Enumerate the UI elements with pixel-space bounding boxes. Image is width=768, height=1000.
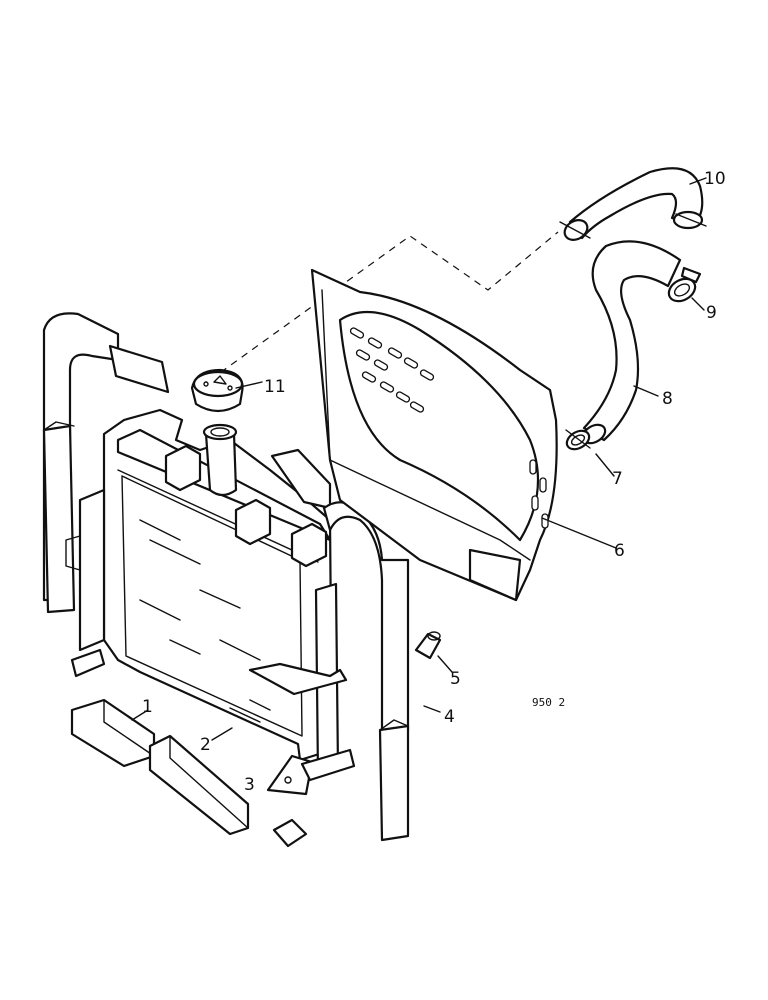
radiator-cap (190, 368, 244, 413)
upper-hose (559, 167, 707, 241)
alignment-dashed-line (209, 231, 559, 381)
callout-5: 5 (450, 669, 461, 689)
callout-1: 1 (142, 697, 153, 717)
hose-clamp-7 (565, 429, 591, 451)
drawing-reference: 950 2 (532, 696, 565, 709)
callout-2: 2 (200, 735, 211, 755)
callout-6: 6 (614, 541, 625, 561)
callout-10: 10 (704, 169, 726, 189)
fan-shroud (310, 268, 558, 602)
leader-lines (131, 177, 707, 741)
callout-9: 9 (706, 303, 717, 323)
callout-8: 8 (662, 389, 673, 409)
callout-11: 11 (264, 377, 286, 397)
callout-7: 7 (612, 469, 623, 489)
callout-4: 4 (444, 707, 455, 727)
callout-3: 3 (244, 775, 255, 795)
right-air-seal (270, 448, 410, 842)
radiator-assembly (65, 408, 356, 796)
bottom-seal-strips (70, 698, 308, 848)
hose-clamp-9 (667, 266, 702, 303)
drain-tap (414, 631, 442, 660)
lower-hose (581, 240, 682, 445)
